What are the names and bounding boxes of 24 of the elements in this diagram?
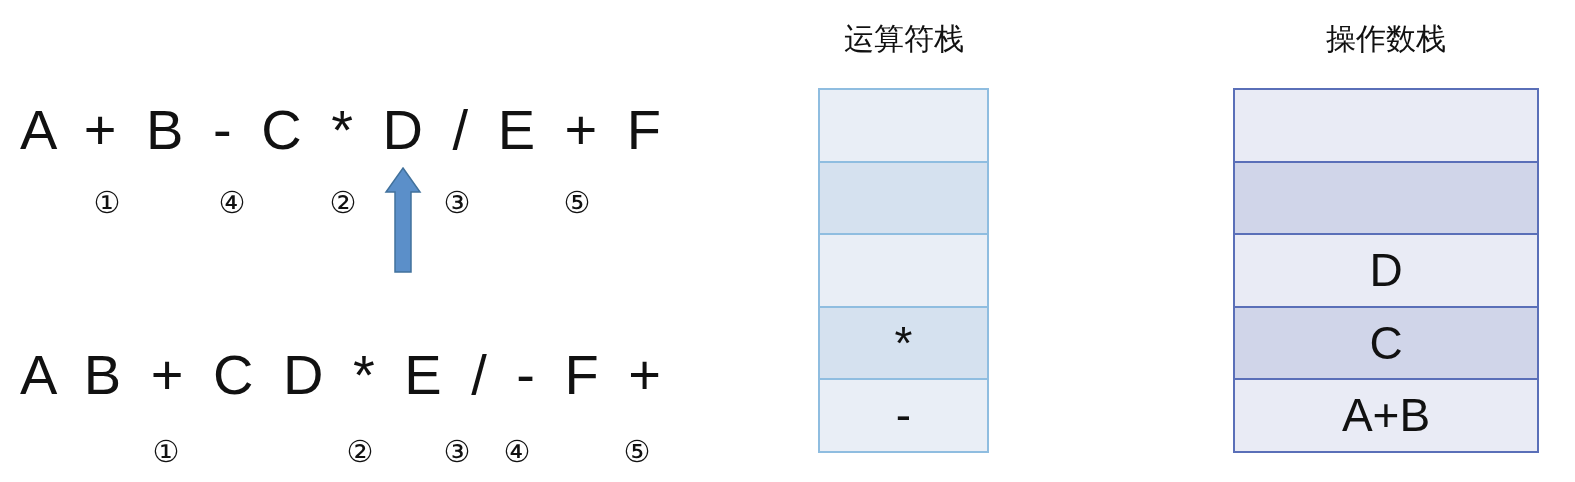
stack-slot bbox=[818, 160, 989, 235]
step-number: ③ bbox=[442, 435, 472, 469]
stack-slot bbox=[1233, 160, 1539, 235]
stack-slot: C bbox=[1233, 305, 1539, 380]
step-number: ② bbox=[345, 435, 375, 469]
expression-text: A + B - C * D / E + F bbox=[20, 98, 666, 162]
stack-slot: - bbox=[818, 378, 989, 453]
step-number: ⑤ bbox=[562, 186, 592, 220]
stack-title: 运算符栈 bbox=[843, 20, 964, 58]
stack-slot: A+B bbox=[1233, 378, 1539, 453]
step-number: ① bbox=[151, 435, 181, 469]
stack-slot: * bbox=[818, 305, 989, 380]
expression-text: A B + C D * E / - F + bbox=[20, 343, 666, 407]
stack-slot bbox=[818, 233, 989, 308]
stack-slot: D bbox=[1233, 233, 1539, 308]
step-number: ④ bbox=[217, 186, 247, 220]
step-number: ① bbox=[92, 186, 122, 220]
stack-slot bbox=[818, 88, 989, 163]
step-number: ③ bbox=[442, 186, 472, 220]
step-number: ② bbox=[328, 186, 358, 220]
stack-slot bbox=[1233, 88, 1539, 163]
stack-title: 操作数栈 bbox=[1326, 20, 1446, 58]
step-number: ⑤ bbox=[622, 435, 652, 469]
step-number: ④ bbox=[502, 435, 532, 469]
